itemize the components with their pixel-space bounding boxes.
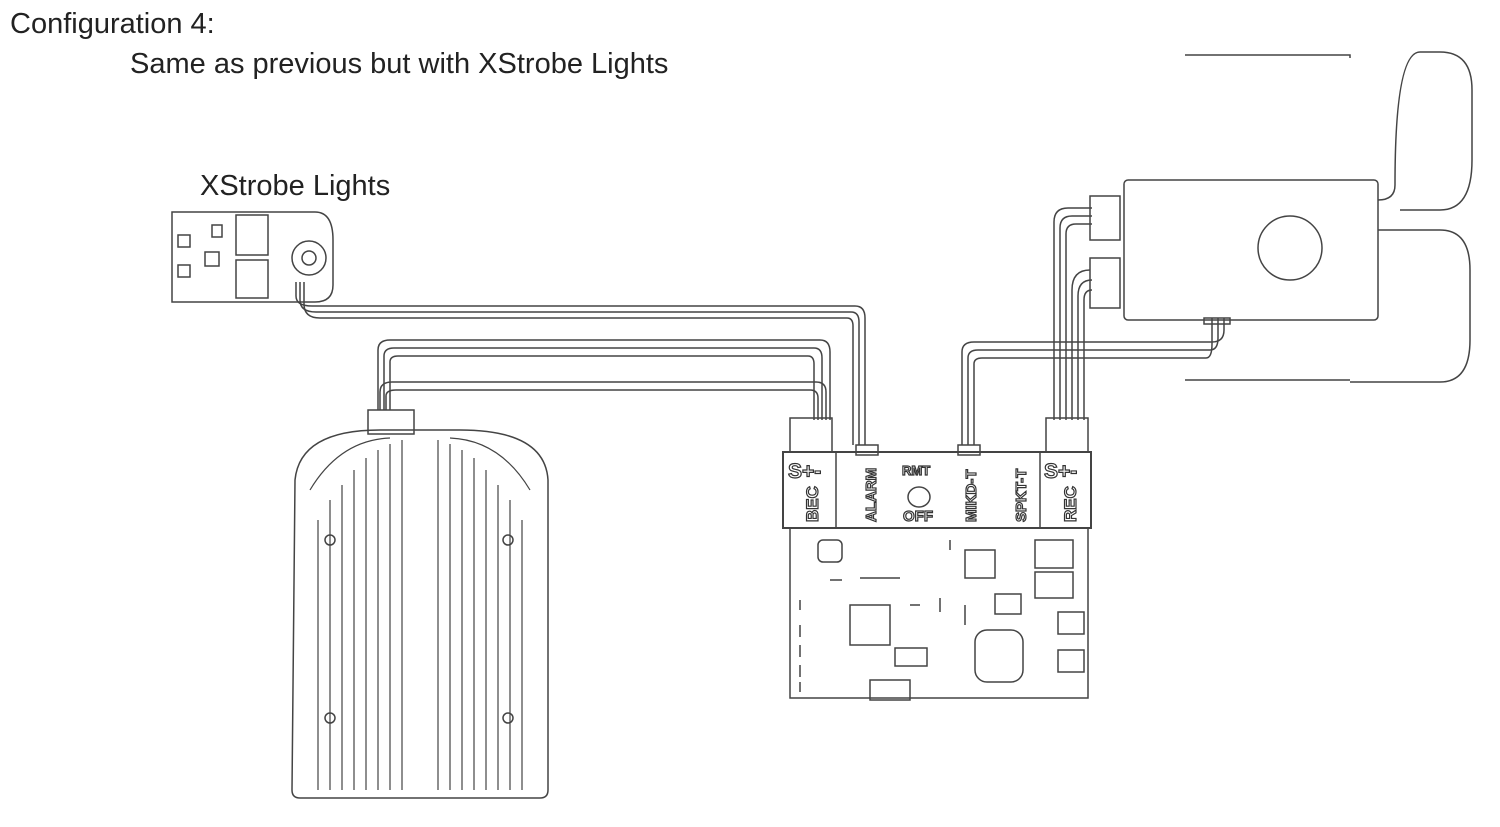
rec-pins-label: S+- — [1044, 460, 1077, 483]
page-subtitle: Same as previous but with XStrobe Lights — [130, 48, 669, 80]
battery-wire — [377, 339, 831, 420]
xstrobe-board — [171, 211, 334, 303]
bec-port-label: BEC — [803, 486, 822, 522]
receiver-wires — [961, 207, 1225, 445]
bec-pins-label: S+- — [788, 460, 821, 483]
alarm-port-label: ALARM — [863, 468, 880, 522]
xstrobe-label: XStrobe Lights — [200, 170, 391, 202]
rmt-label: RMT — [902, 463, 930, 478]
mikd-port-label: MIKD-T — [963, 470, 980, 523]
spkt-port-label: SPKT-T — [1013, 469, 1030, 522]
page-title: Configuration 4: — [10, 8, 215, 40]
off-label: OFF — [903, 508, 933, 525]
receiver — [1089, 51, 1473, 383]
xstrobe-wire — [295, 282, 866, 445]
rec-port-label: REC — [1061, 486, 1080, 522]
controller-board — [782, 417, 1092, 701]
battery-pack — [291, 409, 549, 799]
